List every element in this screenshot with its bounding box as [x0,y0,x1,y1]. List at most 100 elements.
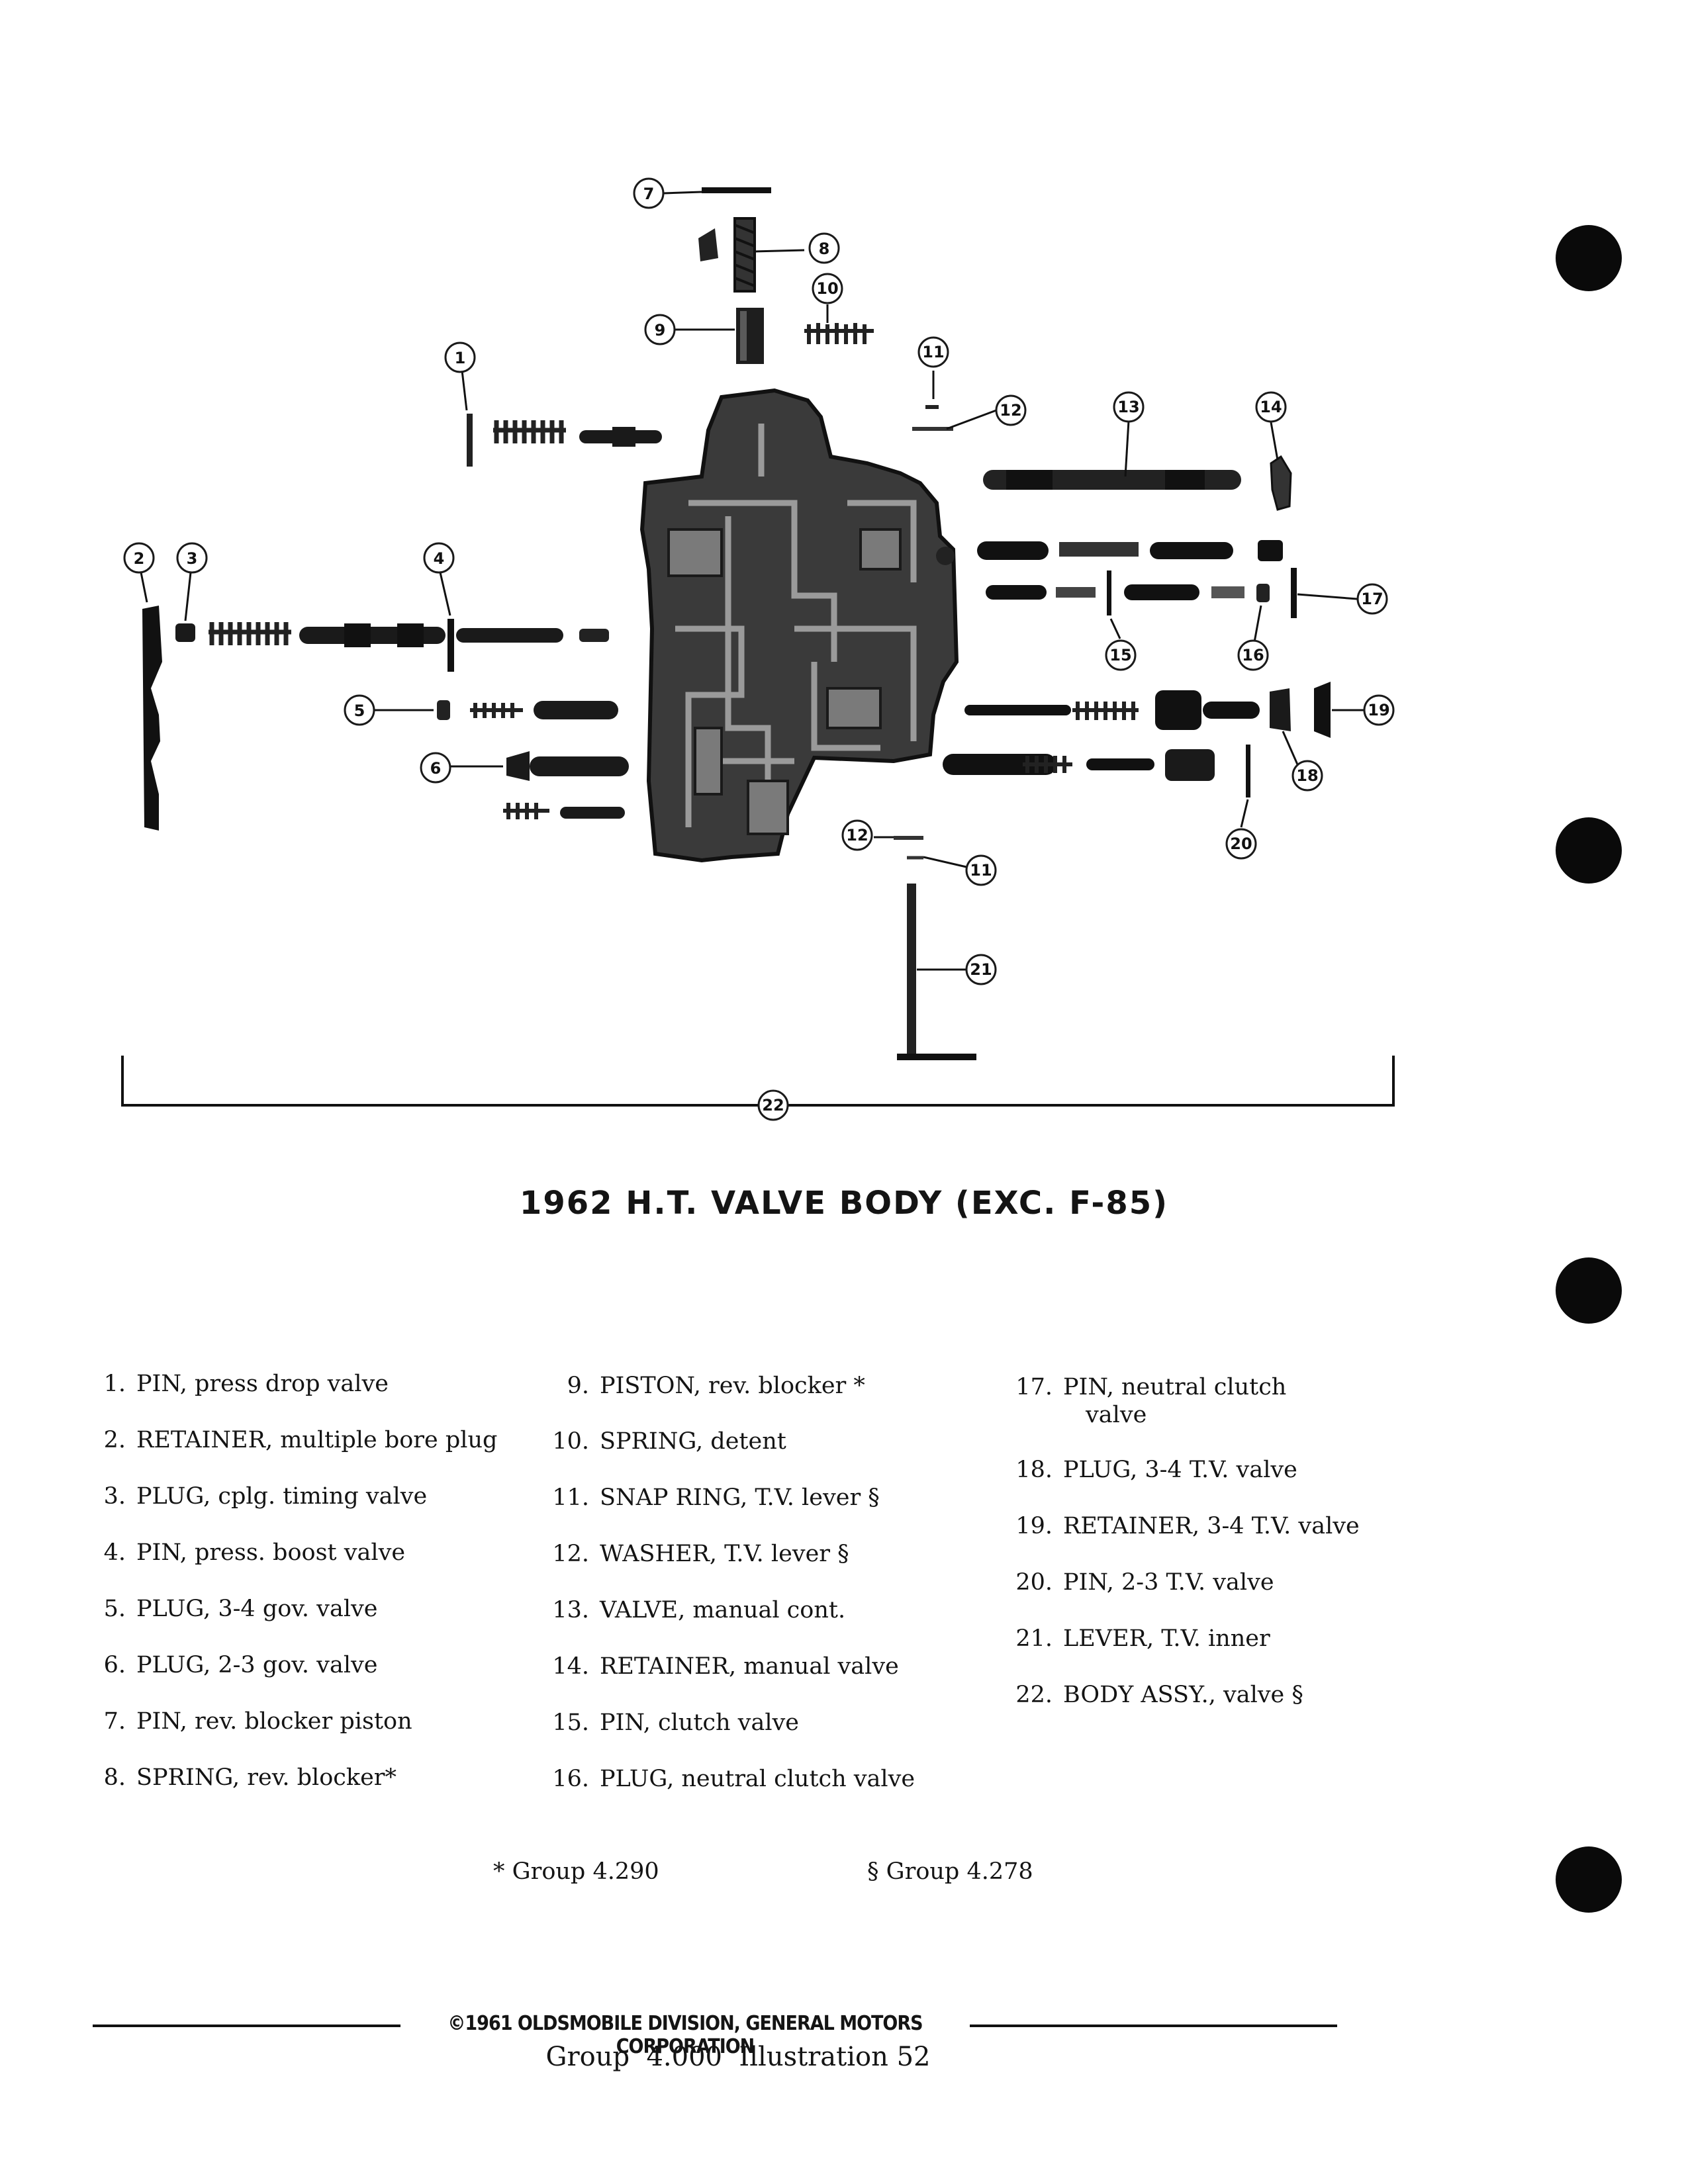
svg-text:11: 11 [922,343,944,361]
valve-body-exploded-diagram: 1 2 3 4 5 6 7 8 9 10 11 12 13 14 15 16 1… [121,177,1395,1121]
callout-2: 2 [123,542,155,574]
part-entry: 2.RETAINER, multiple bore plug [103,1427,498,1453]
svg-text:22: 22 [762,1096,784,1115]
copyright-notice: ©1961 OLDSMOBILE DIVISION, GENERAL MOTOR… [447,2012,923,2058]
svg-text:10: 10 [816,279,838,298]
callout-20: 20 [1225,828,1257,860]
callout-5: 5 [344,694,375,726]
callout-4: 4 [423,542,455,574]
svg-text:19: 19 [1368,701,1389,719]
part-entry: 14.RETAINER, manual valve [552,1653,899,1680]
part-3-plug [175,623,195,642]
svg-text:15: 15 [1109,646,1131,664]
part-8-spring [733,217,756,293]
footer-rule-right [970,2025,1337,2027]
svg-text:18: 18 [1296,766,1318,785]
svg-text:8: 8 [819,240,830,258]
svg-text:20: 20 [1230,835,1252,853]
part-entry: 18.PLUG, 3-4 T.V. valve [1015,1457,1297,1483]
part-7-pin [702,187,771,193]
callout-17: 17 [1356,583,1388,615]
note-section-group: § Group 4.278 [867,1858,1033,1885]
part-2-retainer [142,606,162,831]
callout-9: 9 [644,314,676,345]
part-entry: 21.LEVER, T.V. inner [1015,1625,1270,1652]
part-entry: 10.SPRING, detent [552,1428,786,1455]
figure-title: 1962 H.T. VALVE BODY (EXC. F-85) [519,1185,1169,1222]
part-17-pin [1291,568,1297,618]
part-entry: 9.PISTON, rev. blocker * [567,1373,865,1399]
part-19-retainer [1314,682,1331,738]
part-22-bracket [121,1056,1395,1107]
part-16-plug [1256,584,1270,602]
binder-hole-4 [1556,1846,1622,1913]
callout-15: 15 [1105,639,1137,671]
part-entry: 22.BODY ASSY., valve § [1015,1682,1303,1708]
part-entry: 17.PIN, neutral clutch valve [1015,1374,1287,1428]
part-20-pin [1246,745,1250,797]
svg-text:12: 12 [846,826,868,844]
callout-11-lower: 11 [965,854,997,886]
callout-21: 21 [965,954,997,985]
part-entry: 6.PLUG, 2-3 gov. valve [103,1652,378,1678]
svg-text:7: 7 [643,185,655,203]
part-entry: 20.PIN, 2-3 T.V. valve [1015,1569,1274,1596]
svg-text:13: 13 [1117,398,1139,416]
svg-text:6: 6 [430,759,442,778]
callout-18: 18 [1291,760,1323,792]
part-entry: 16.PLUG, neutral clutch valve [552,1766,915,1792]
svg-text:4: 4 [434,549,445,568]
part-entry: 3.PLUG, cplg. timing valve [103,1483,428,1510]
callout-12-lower: 12 [841,819,873,851]
part-5-plug [437,700,450,720]
spring-upper-left [493,420,566,443]
callout-14: 14 [1255,391,1287,423]
part-entry: 4.PIN, press. boost valve [103,1539,406,1566]
binder-hole-3 [1556,1257,1622,1324]
binder-hole-1 [1556,225,1622,291]
svg-text:11: 11 [970,861,992,880]
svg-text:9: 9 [655,321,666,340]
part-entry: 8.SPRING, rev. blocker* [103,1764,397,1791]
callout-10: 10 [812,273,843,304]
callout-3: 3 [176,542,208,574]
callout-12: 12 [995,394,1027,426]
note-star-group: * Group 4.290 [493,1858,659,1885]
callout-6: 6 [420,752,451,784]
binder-hole-2 [1556,817,1622,884]
part-entry: 5.PLUG, 3-4 gov. valve [103,1596,378,1622]
part-entry: 12.WASHER, T.V. lever § [552,1541,849,1567]
svg-text:2: 2 [134,549,145,568]
part-entry: 1.PIN, press drop valve [103,1371,389,1397]
callout-22: 22 [757,1089,789,1121]
part-entry: 13.VALVE, manual cont. [552,1597,846,1623]
part-4-pin [447,619,454,672]
callout-13: 13 [1113,391,1145,423]
part-entry: 15.PIN, clutch valve [552,1709,800,1736]
group-illustration-number: Group 4.000 Illustration 52 [545,2042,931,2072]
part-10-spring [804,323,874,344]
svg-text:14: 14 [1260,398,1282,416]
svg-text:17: 17 [1361,590,1383,608]
part-14-retainer [1270,455,1292,511]
callout-8: 8 [808,232,840,264]
callout-16: 16 [1237,639,1269,671]
part-18-plug [1270,688,1291,731]
callout-11: 11 [917,336,949,368]
callout-7: 7 [633,177,665,209]
svg-text:21: 21 [970,960,992,979]
footer-rule-left [93,2025,400,2027]
part-entry: 7.PIN, rev. blocker piston [103,1708,412,1735]
part-6-plug [506,751,530,781]
callout-19: 19 [1363,694,1395,726]
svg-text:12: 12 [1000,401,1021,420]
svg-text:5: 5 [354,702,365,720]
svg-text:3: 3 [187,549,198,568]
part-entry: 11.SNAP RING, T.V. lever § [552,1484,880,1511]
part-21-lever [907,884,916,1057]
part-entry: 19.RETAINER, 3-4 T.V. valve [1015,1513,1360,1539]
part-15-pin [1107,570,1111,615]
part-1-pin [467,414,473,467]
svg-text:16: 16 [1242,646,1264,664]
valve-body-casting [639,388,959,863]
